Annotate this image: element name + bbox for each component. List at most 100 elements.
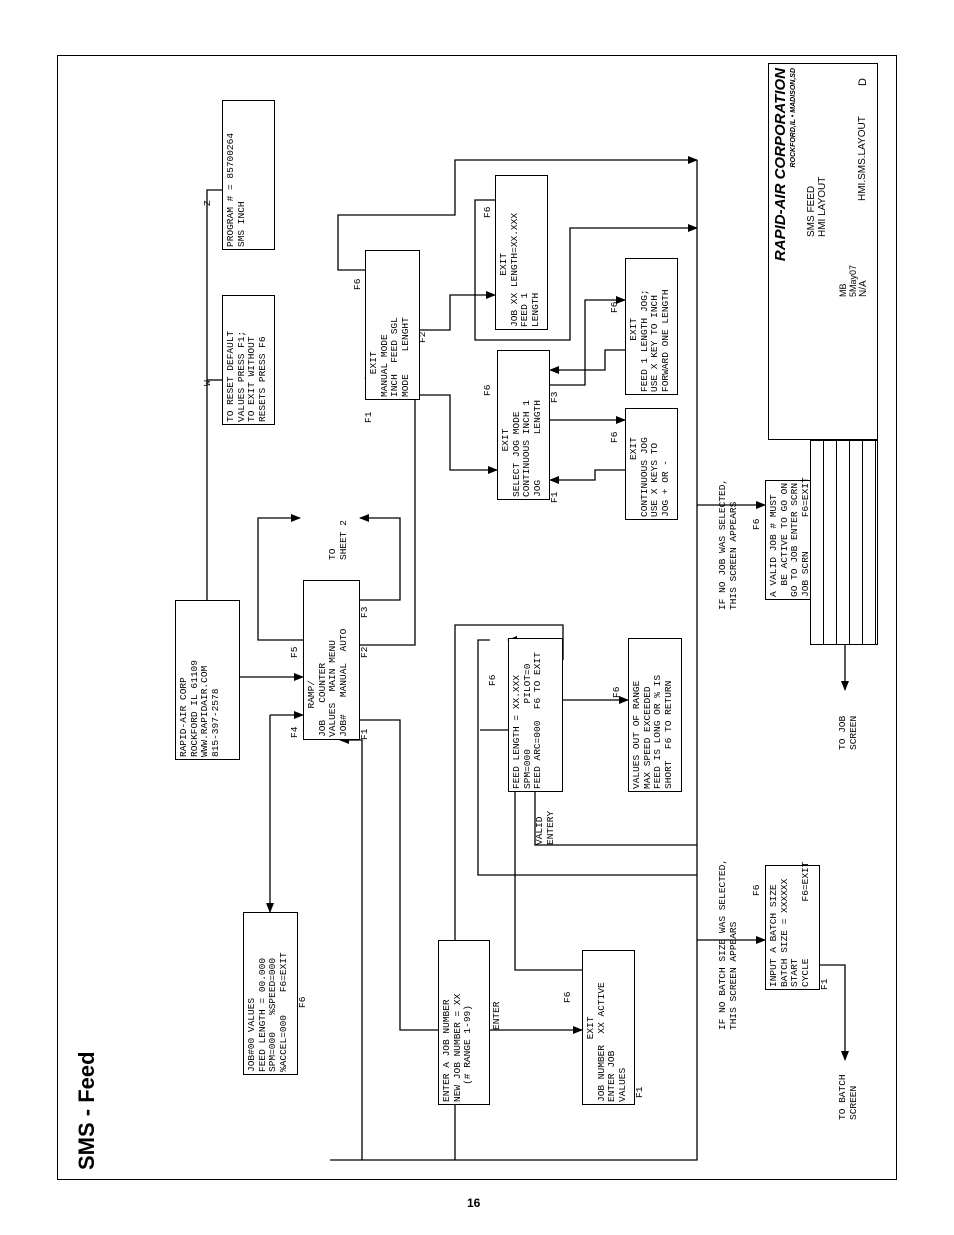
function-key-label-f1: F1: [634, 1080, 647, 1098]
connector-line: [420, 291, 496, 331]
label-valid-entry-text: ENTERY: [544, 810, 556, 845]
function-key-label-f2: F2: [417, 325, 430, 343]
function-key-label-f2-text: F2: [417, 331, 428, 343]
function-key-label-f1-text: F1: [819, 978, 830, 990]
function-key-label-f6-text: F6: [482, 384, 493, 396]
title-block-part-sub: HMI LAYOUT: [817, 176, 828, 237]
connector-line: [337, 156, 698, 271]
connector-line: [330, 160, 698, 1161]
connector-line: [420, 394, 498, 474]
drawing-frame: [57, 55, 897, 1180]
screen-text-line: EXIT: [628, 437, 639, 517]
function-key-label-f5: F5: [289, 640, 302, 658]
screen-text-line: SHORT F6 TO RETURN: [662, 680, 674, 789]
screen-text-line: JOG LENGTH: [531, 400, 543, 497]
function-key-label-f1: F1: [363, 405, 376, 423]
function-key-label-f4: F4: [289, 720, 302, 738]
function-key-label-f6-text: F6: [751, 518, 762, 530]
connector-line: [339, 736, 363, 1160]
connector-line: [550, 296, 626, 386]
function-key-label-f5-text: F5: [289, 646, 300, 658]
screen-text-line: VALUES: [616, 1067, 628, 1102]
connector-line: [534, 780, 697, 846]
screen-text-line: LENGTH: [529, 292, 541, 327]
screen-text-line: PROGRAM # = 85700264: [225, 132, 236, 247]
function-key-label-f3: F3: [359, 600, 372, 618]
label-no-batch-text: IF NO BATCH SIZE WAS SELECTED,: [717, 858, 728, 1030]
screen-text-line: %ACCEL=000 F6=EXIT: [277, 952, 289, 1072]
function-key-label-f6: F6: [482, 378, 495, 396]
connector-line: [477, 639, 697, 876]
function-key-label-f6-text: F6: [487, 674, 498, 686]
label-z-text: Z: [202, 200, 213, 206]
screen-text-line: CONTINUOUS INCH 1: [521, 400, 532, 497]
screen-text-line: EXIT: [500, 428, 511, 497]
screen-text-line: WWW.RAPIDAIR.COM: [199, 665, 210, 757]
screen-text-line: EXIT: [628, 317, 639, 392]
label-no-job-text: THIS SCREEN APPEARS: [727, 501, 739, 610]
screen-text-line: EXIT: [368, 351, 379, 397]
function-key-label-f3: F3: [549, 385, 562, 403]
page-title-text: SMS - Feed: [74, 1051, 99, 1170]
label-no-job: IF NO JOB WAS SELECTED,THIS SCREEN APPEA…: [717, 470, 742, 610]
screen-text-line: ENTER A JOB NUMBER: [441, 999, 452, 1102]
screen-text-line: ENTER JOB: [606, 1050, 617, 1102]
page-number: 16: [467, 1196, 481, 1210]
screen-text-line: (# RANGE 1-99): [462, 1005, 473, 1102]
label-w: W: [202, 372, 215, 386]
screen-text-line: RAPID-AIR CORP: [178, 677, 189, 757]
screen-text-line: CYCLE F6=EXIT: [799, 861, 811, 987]
label-to-job-text: TO JOB: [837, 715, 848, 750]
function-key-label-f6: F6: [609, 295, 622, 313]
function-key-label-f6-text: F6: [609, 301, 620, 313]
function-key-label-f1: F1: [549, 485, 562, 503]
label-valid-entry-text: VALID: [534, 816, 545, 845]
function-key-label-f3-text: F3: [549, 391, 560, 403]
label-enter: ENTER: [491, 990, 504, 1030]
screen-text-line: JOG + OR -: [659, 459, 671, 517]
function-key-label-f6-text: F6: [609, 431, 620, 443]
function-key-label-f6: F6: [609, 425, 622, 443]
function-key-label-f4-text: F4: [289, 726, 300, 738]
function-key-label-f6: F6: [611, 680, 624, 698]
screen-text-line: RAMP/: [306, 679, 317, 737]
connector-line: [549, 349, 625, 374]
title-block-part-name: SMS FEED: [806, 185, 817, 237]
screen-text-line: GO TO JOB ENTER SCRN: [789, 482, 800, 597]
function-key-label-f3-text: F3: [359, 606, 370, 618]
label-to-job-text: SCREEN: [847, 715, 859, 750]
title-block-locations: ROCKFORD,IL • MADISON,SD: [790, 68, 797, 168]
label-to-batch-text: TO BATCH: [837, 1074, 848, 1120]
screen-text-line: TO EXIT WITHOUT: [246, 336, 257, 422]
label-no-job-text: IF NO JOB WAS SELECTED,: [717, 478, 728, 610]
label-no-batch: IF NO BATCH SIZE WAS SELECTED,THIS SCREE…: [717, 850, 742, 1030]
screen-text-line: TO RESET DEFAULT: [225, 330, 236, 422]
screen-text-line: JOB#00 VALUES: [246, 997, 257, 1072]
function-key-label-f6: F6: [297, 990, 310, 1008]
function-key-label-f6-text: F6: [352, 278, 363, 290]
screen-text-line: MODE LENGHT: [399, 317, 411, 397]
function-key-label-f1: F1: [819, 972, 832, 990]
function-key-label-f1-text: F1: [634, 1086, 645, 1098]
revision-table: [810, 440, 878, 645]
connector-line: [549, 469, 625, 484]
function-key-label-f6-text: F6: [297, 996, 308, 1008]
function-key-label-f6-text: F6: [562, 991, 573, 1003]
function-key-label-f1-text: F1: [549, 491, 560, 503]
